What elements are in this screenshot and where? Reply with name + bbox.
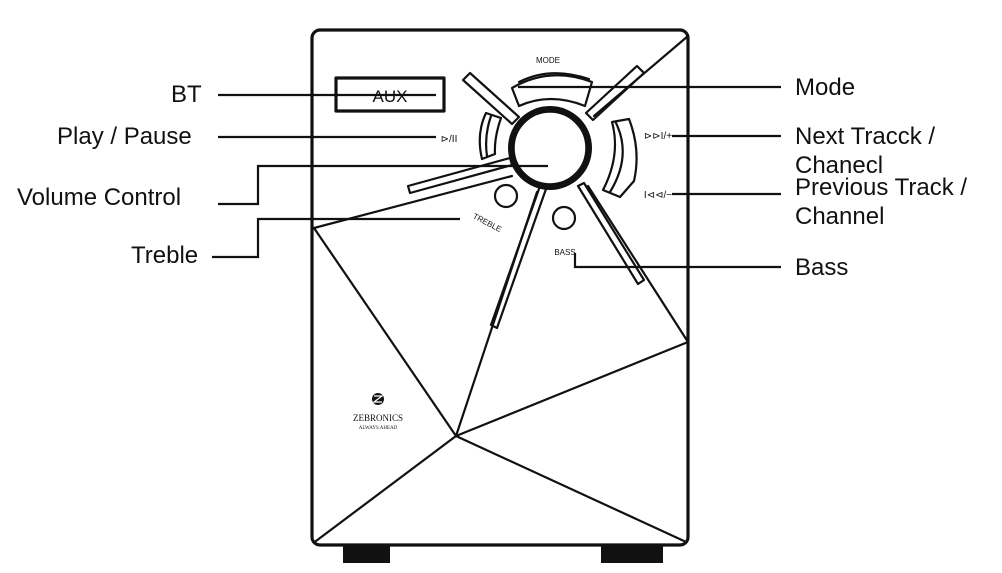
callout-prev-track-line1: Previous Track / [795, 174, 968, 201]
callout-mode: Mode [795, 74, 856, 101]
brand-logo [372, 393, 384, 405]
display-text: AUX [373, 87, 408, 106]
next-track-symbol: ⊳⊳I/+ [644, 131, 672, 142]
treble-knob[interactable] [493, 183, 519, 209]
callout-next-track-line2: Chanecl [795, 152, 884, 179]
callout-prev-track-line2: Channel [795, 203, 885, 230]
mode-button-label: MODE [536, 56, 560, 65]
mode-button[interactable] [510, 72, 594, 108]
brand-name: ZEBRONICS [353, 413, 403, 423]
next-prev-rocker[interactable] [601, 117, 638, 199]
prev-track-symbol: I⊲⊲/− [644, 190, 672, 201]
callout-bass: Bass [795, 254, 849, 281]
strip-far-top-right [592, 34, 690, 118]
treble-knob-label: TREBLE [471, 212, 503, 235]
speaker-cabinet [310, 28, 690, 547]
facet-lines [312, 174, 690, 543]
callout-play-pause: Play / Pause [57, 123, 192, 150]
strip-left [406, 156, 514, 195]
strip-bottom-right [576, 181, 646, 286]
callout-volume-control: Volume Control [17, 184, 182, 211]
callout-treble: Treble [131, 242, 199, 269]
bass-knob[interactable] [551, 205, 577, 231]
callout-next-track-line1: Next Tracck / [795, 123, 936, 150]
callout-bt: BT [171, 81, 202, 108]
strip-top-left [461, 71, 521, 126]
brand-tagline: ALWAYS AHEAD [359, 426, 398, 431]
volume-knob[interactable] [513, 111, 587, 185]
play-pause-symbol: ⊳/II [441, 134, 458, 145]
leader-lines [212, 85, 781, 269]
right-foot [601, 545, 663, 563]
left-foot [343, 545, 390, 563]
strip-top-right [584, 64, 646, 122]
play-pause-button[interactable] [478, 111, 503, 161]
bass-knob-label: BASS [554, 248, 575, 257]
